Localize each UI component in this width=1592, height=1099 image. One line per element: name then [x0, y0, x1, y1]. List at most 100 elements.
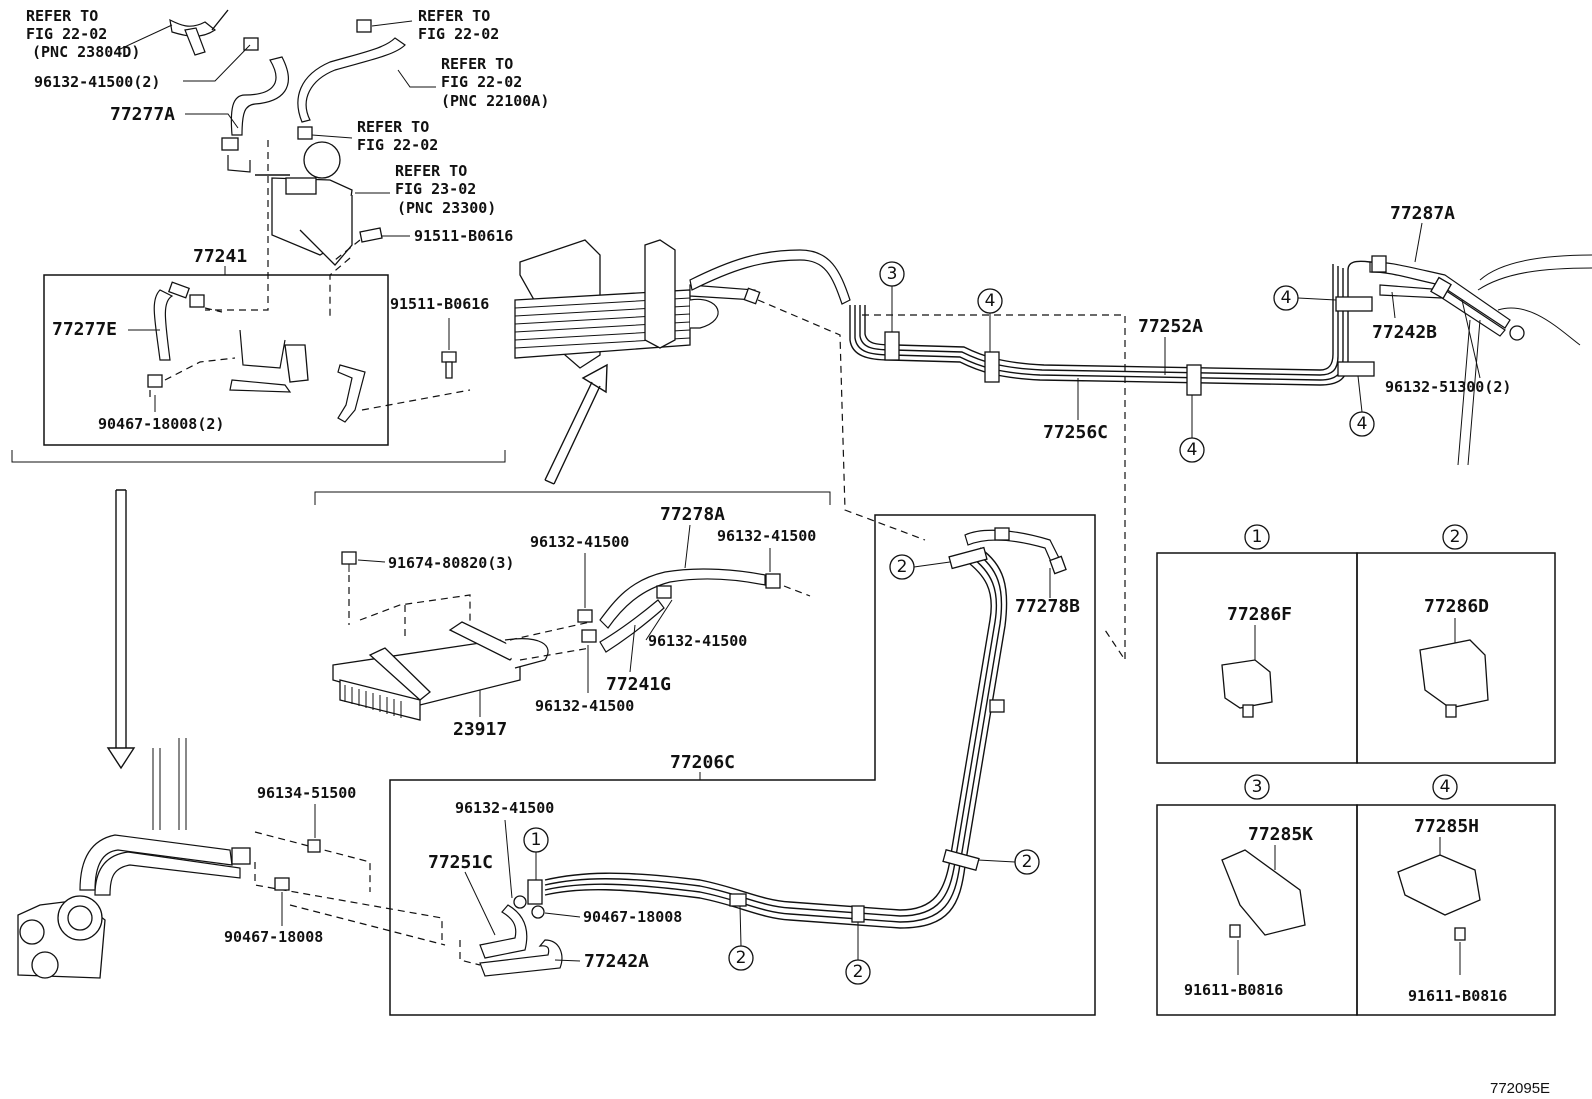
part-label-77241g: 77241G: [606, 674, 671, 695]
refer-to-note-a: REFER TO FIG 22-02: [418, 7, 499, 43]
refer-to-note-b: REFER TO FIG 22-02: [357, 118, 438, 154]
clip-77286f-drawing: [1221, 659, 1273, 709]
subassembly-77241-drawing: [147, 281, 471, 423]
group-bracket: [314, 491, 831, 505]
refer-line: FIG 22-02: [441, 73, 522, 91]
part-label-77252a: 77252A: [1138, 316, 1203, 337]
engine-connection-drawing: [17, 738, 446, 979]
part-label-77287a: 77287A: [1390, 203, 1455, 224]
callout-2-d: 2: [728, 905, 754, 971]
callout-4-b: 4: [1179, 395, 1205, 463]
part-label-90467-18008-x2: 90467-18008(2): [98, 415, 224, 433]
part-label-77242b: 77242B: [1372, 322, 1437, 343]
part-label-77251c: 77251C: [428, 852, 493, 873]
legend-number: 2: [1450, 527, 1461, 547]
callout-2-a: 2: [889, 554, 951, 580]
part-label-77241: 77241: [193, 246, 247, 267]
part-label-77277a: 77277A: [110, 104, 175, 125]
part-label-90467-18008: 90467-18008: [224, 928, 323, 946]
dashed-guide: [757, 299, 926, 541]
subassembly-box-77241: [43, 274, 389, 446]
refer-line: REFER TO: [395, 162, 467, 180]
part-label-96132-41500: 96132-41500: [648, 632, 747, 650]
legend-part-label: 77285K: [1248, 824, 1313, 845]
legend-bolt-label: 91611-B0816: [1184, 981, 1283, 999]
down-arrow-icon: [106, 489, 136, 770]
callout-1: 1: [523, 827, 549, 880]
callout-2-b: 2: [977, 849, 1040, 875]
part-label-23917: 23917: [453, 719, 507, 740]
refer-line: FIG 22-02: [26, 25, 107, 43]
callout-number: 4: [985, 291, 996, 311]
callout-4-c: 4: [1273, 285, 1337, 311]
part-label-96134-51500: 96134-51500: [257, 784, 356, 802]
callout-number: 3: [887, 264, 898, 284]
callout-4-a: 4: [977, 288, 1003, 352]
fuel-filter-assembly-drawing: [169, 9, 406, 320]
diagonal-arrow-icon: [544, 363, 608, 485]
oil-cooler-23917-drawing: [332, 551, 591, 721]
callout-4-d: 4: [1349, 375, 1375, 437]
part-label-90467-18008: 90467-18008: [583, 908, 682, 926]
part-label-77278b: 77278B: [1015, 596, 1080, 617]
hose-77278a-drawing: [577, 568, 811, 653]
callout-3-top: 3: [879, 261, 905, 332]
refer-line: (PNC 22100A): [441, 92, 549, 110]
legend-part-label: 77286D: [1424, 596, 1489, 617]
part-label-96132-41500: 96132-41500: [717, 527, 816, 545]
part-label-91674-80820-x3: 91674-80820(3): [388, 554, 514, 572]
part-label-77242a: 77242A: [584, 951, 649, 972]
refer-line: FIG 22-02: [357, 136, 438, 154]
legend-item-4: 4 77285H 91611-B0816: [1397, 774, 1507, 1005]
legend-number: 3: [1252, 777, 1263, 797]
callout-number: 2: [1022, 852, 1033, 872]
legend-part-label: 77286F: [1227, 604, 1292, 625]
part-label-96132-41500-x2: 96132-41500(2): [34, 73, 160, 91]
part-label-96132-51300-x2: 96132-51300(2): [1385, 378, 1511, 396]
part-label-96132-41500: 96132-41500: [535, 697, 634, 715]
callout-number: 2: [897, 557, 908, 577]
group-bracket: [11, 450, 506, 463]
clip-77286d-drawing: [1419, 639, 1489, 709]
refer-line: FIG 22-02: [418, 25, 499, 43]
dashed-guide: [862, 314, 1126, 662]
refer-to-note-pnc-22100a: REFER TO FIG 22-02 (PNC 22100A): [441, 55, 549, 110]
part-label-91511-b0616: 91511-B0616: [414, 227, 513, 245]
refer-line: REFER TO: [26, 7, 98, 25]
callout-2-c: 2: [845, 922, 871, 985]
part-label-77278a: 77278A: [660, 504, 725, 525]
part-label-77277e: 77277E: [52, 319, 117, 340]
refer-line: FIG 23-02: [395, 180, 476, 198]
callout-number: 4: [1357, 414, 1368, 434]
callout-number: 2: [736, 948, 747, 968]
hose-77251c-77242a-drawing: [459, 895, 563, 977]
callout-number: 1: [531, 830, 542, 850]
part-label-96132-41500: 96132-41500: [455, 799, 554, 817]
callout-number: 4: [1281, 288, 1292, 308]
refer-to-note-pnc-23300: REFER TO FIG 23-02 (PNC 23300): [395, 162, 496, 217]
clip-77285h-drawing: [1397, 854, 1481, 916]
refer-line: REFER TO: [357, 118, 429, 136]
legend-clip-table: [1156, 552, 1556, 1016]
legend-item-1: 1 77286F: [1221, 524, 1292, 718]
legend-item-3: 3 77285K 91611-B0816: [1184, 774, 1313, 999]
legend-item-2: 2 77286D: [1419, 524, 1489, 718]
clip-77285k-drawing: [1221, 849, 1306, 936]
diagram-code: 772095E: [1490, 1080, 1550, 1097]
part-label-91511-b0616-b: 91511-B0616: [390, 295, 489, 313]
part-label-77206c: 77206C: [670, 752, 735, 773]
leaders-top-left: [117, 20, 436, 237]
legend-bolt-label: 91611-B0816: [1408, 987, 1507, 1005]
refer-line: REFER TO: [418, 7, 490, 25]
refer-to-note-pnc-23804d: REFER TO FIG 22-02 (PNC 23804D): [26, 7, 140, 61]
subassembly-box-77206c: [389, 514, 1096, 1016]
fuel-tube-run-77252a: [849, 254, 1592, 466]
callout-number: 2: [853, 962, 864, 982]
legend-number: 1: [1252, 527, 1263, 547]
refer-line: REFER TO: [441, 55, 513, 73]
part-label-77256c: 77256C: [1043, 422, 1108, 443]
refer-line: (PNC 23804D): [32, 43, 140, 61]
part-label-96132-41500: 96132-41500: [530, 533, 629, 551]
